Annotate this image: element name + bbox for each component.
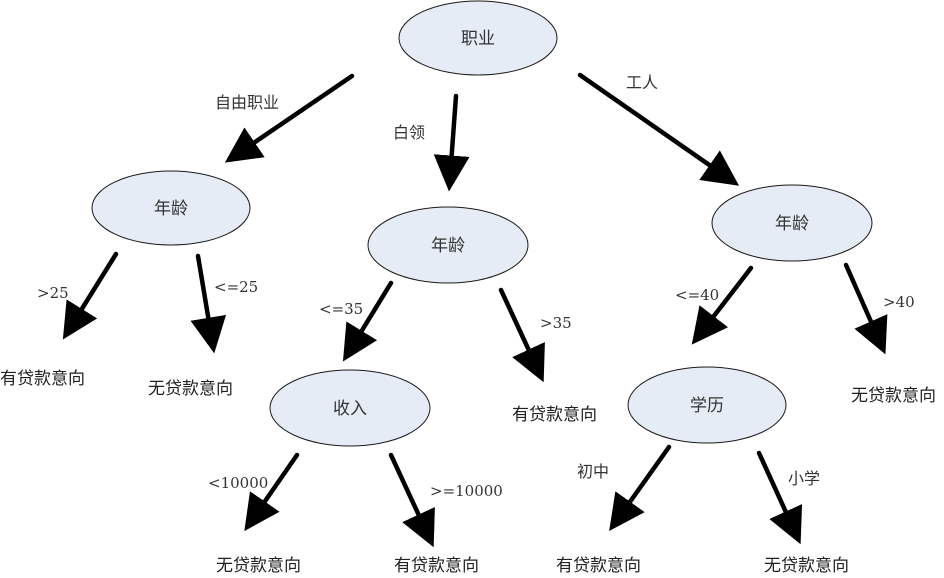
edge-label-le35: <=35 [319, 300, 363, 318]
edge-income-to-leaf5 [244, 452, 300, 532]
node-age-free-label: 年龄 [154, 199, 188, 219]
edge-label-ge10000: >=10000 [430, 482, 503, 500]
node-root: 职业 [398, 0, 558, 76]
edge-root-to-age-white [433, 93, 470, 192]
edge-label-lt10000: <10000 [208, 474, 268, 492]
node-root-ellipse [398, 0, 558, 76]
edge-label-worker: 工人 [626, 73, 658, 92]
edge-label-white-collar: 白领 [393, 123, 425, 142]
leaf-has-loan-intent-4: 有贷款意向 [556, 556, 641, 576]
leaf-no-loan-intent-4: 无贷款意向 [764, 556, 849, 576]
node-age-white-label: 年龄 [431, 236, 465, 256]
edge-label-gt35: >35 [540, 314, 572, 332]
node-age-white: 年龄 [367, 206, 529, 284]
leaves: 有贷款意向 无贷款意向 有贷款意向 无贷款意向 无贷款意向 有贷款意向 有贷款意… [0, 369, 936, 576]
edge-age-free-to-leaf1 [62, 251, 119, 340]
leaf-has-loan-intent-3: 有贷款意向 [394, 556, 479, 576]
edge-age-free-to-leaf2 [190, 253, 227, 354]
node-age-free: 年龄 [91, 170, 251, 246]
node-age-worker: 年龄 [711, 184, 873, 262]
edge-income-to-leaf6 [388, 452, 435, 548]
leaf-has-loan-intent-2: 有贷款意向 [512, 405, 597, 425]
edge-label-gt40: >40 [883, 293, 915, 311]
node-income-ellipse [269, 369, 431, 447]
node-root-label: 职业 [461, 29, 495, 49]
node-education: 学历 [627, 366, 787, 444]
edge-label-junior-high: 初中 [577, 462, 609, 481]
edge-label-le25: <=25 [214, 278, 258, 296]
edge-age-worker-to-leaf4 [843, 262, 888, 355]
node-age-worker-label: 年龄 [775, 214, 809, 234]
edges [62, 72, 888, 548]
node-age-worker-ellipse [711, 184, 873, 262]
edge-root-to-age-worker [577, 72, 740, 186]
node-education-label: 学历 [690, 396, 724, 416]
node-education-ellipse [627, 366, 787, 444]
node-age-white-ellipse [367, 206, 529, 284]
node-income: 收入 [269, 369, 431, 447]
edge-age-white-to-leaf3 [498, 287, 545, 383]
edge-root-to-age-free [224, 73, 355, 163]
edge-labels: 自由职业 白领 工人 >25 <=25 <=35 >35 <=40 >40 <1… [37, 73, 915, 500]
edge-label-gt25: >25 [37, 284, 69, 302]
leaf-has-loan-intent-1: 有贷款意向 [0, 369, 85, 389]
edge-age-worker-to-education [691, 265, 754, 345]
edge-education-to-leaf7 [609, 444, 672, 531]
node-age-free-ellipse [91, 170, 251, 246]
edge-label-freelance: 自由职业 [215, 93, 279, 112]
leaf-no-loan-intent-1: 无贷款意向 [148, 379, 233, 399]
node-income-label: 收入 [333, 399, 367, 419]
edge-label-primary: 小学 [788, 469, 820, 488]
edge-education-to-leaf8 [756, 450, 803, 545]
leaf-no-loan-intent-2: 无贷款意向 [851, 386, 936, 406]
edge-label-le40: <=40 [675, 286, 719, 304]
leaf-no-loan-intent-3: 无贷款意向 [216, 556, 301, 576]
edge-age-white-to-income [342, 280, 394, 362]
